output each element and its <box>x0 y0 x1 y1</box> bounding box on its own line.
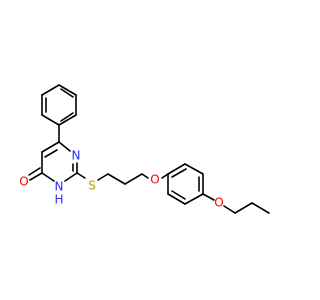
ethoxyphenyl-ring <box>167 163 204 205</box>
bond <box>171 168 187 178</box>
atom-o-carbonyl: O <box>19 175 28 189</box>
atom-s: S <box>88 179 96 193</box>
bond <box>28 167 41 176</box>
bond <box>167 163 186 175</box>
bond <box>29 172 43 181</box>
bond <box>107 173 126 185</box>
bond <box>97 173 109 181</box>
atom-n-h: N <box>55 180 64 194</box>
atom-h: H <box>54 193 63 207</box>
bond <box>167 193 186 205</box>
bond <box>223 205 236 214</box>
bond <box>184 193 204 205</box>
bond <box>76 172 86 179</box>
molecule-canvas: N N H O S O O <box>19 84 270 214</box>
atom-o-ether: O <box>150 173 159 187</box>
bond <box>124 173 143 185</box>
bond <box>234 202 253 214</box>
bond <box>58 84 77 96</box>
bond <box>58 114 77 126</box>
bond <box>58 141 71 152</box>
atom-n-ring: N <box>72 149 81 163</box>
structure-diagram: N N H O S O O <box>19 84 270 214</box>
bond <box>141 173 149 179</box>
bond <box>60 112 74 122</box>
phenyl-ring <box>41 84 77 126</box>
bond <box>171 190 186 200</box>
bond <box>251 202 270 214</box>
bond <box>44 149 58 158</box>
atom-o-ethoxy: O <box>214 196 223 210</box>
bond <box>60 88 74 98</box>
bond <box>64 172 78 182</box>
bond <box>184 163 204 175</box>
pyrimidinone-ring <box>41 141 78 182</box>
bond <box>41 172 55 182</box>
bond <box>41 114 60 126</box>
bond <box>41 141 60 153</box>
bond <box>41 84 60 96</box>
bond <box>161 173 169 179</box>
bond <box>202 193 215 201</box>
